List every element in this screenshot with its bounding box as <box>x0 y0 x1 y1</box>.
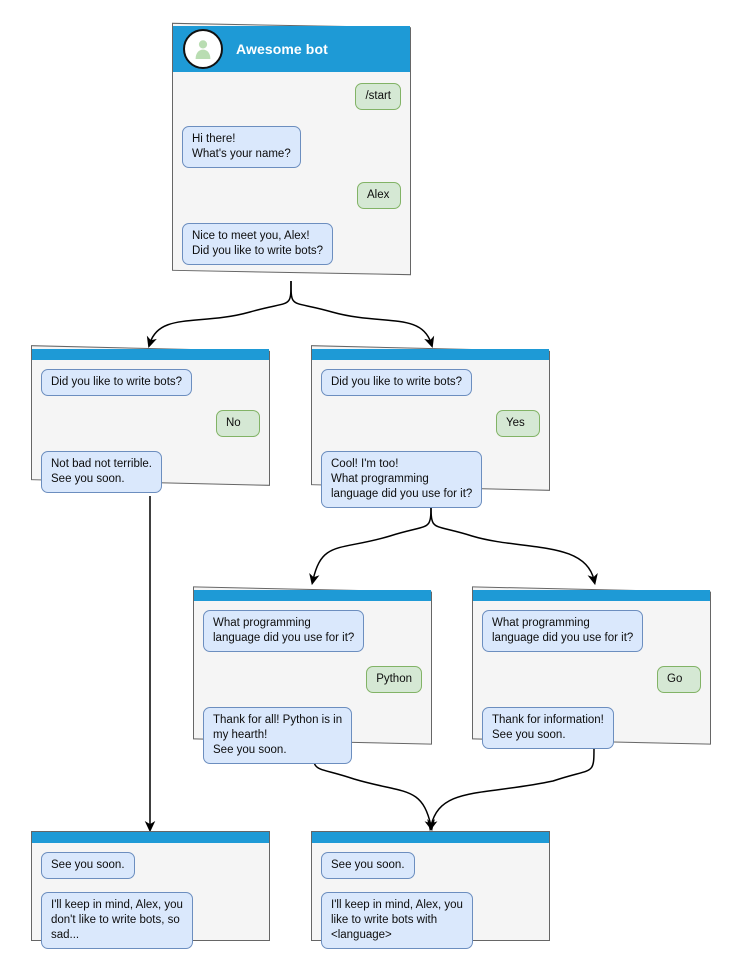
card-root[interactable]: Awesome bot /start Hi there! What's your… <box>172 22 411 276</box>
message-bubble-bot: Hi there! What's your name? <box>182 126 301 168</box>
edge-root-to-no <box>146 280 292 348</box>
message-bubble-user: Yes <box>496 410 540 437</box>
card-titlebar <box>194 590 431 601</box>
card-answer-no[interactable]: Did you like to write bots? No Not bad n… <box>31 345 270 493</box>
card-titlebar: Awesome bot <box>173 26 410 72</box>
message-list: See you soon. I'll keep in mind, Alex, y… <box>312 843 549 949</box>
edge-yes-to-python <box>309 501 432 586</box>
message-bubble-bot: What programming language did you use fo… <box>482 610 644 652</box>
message-list: What programming language did you use fo… <box>194 601 431 764</box>
person-avatar-icon <box>183 29 223 69</box>
edge-root-to-yes <box>290 280 435 348</box>
card-end-sad[interactable]: See you soon. I'll keep in mind, Alex, y… <box>31 831 270 949</box>
message-list: Did you like to write bots? Yes Cool! I'… <box>312 360 549 508</box>
message-bubble-bot: I'll keep in mind, Alex, you like to wri… <box>321 892 473 949</box>
message-bubble-bot: Nice to meet you, Alex! Did you like to … <box>182 223 334 265</box>
card-answer-yes[interactable]: Did you like to write bots? Yes Cool! I'… <box>311 345 550 508</box>
card-language-python[interactable]: What programming language did you use fo… <box>193 586 432 764</box>
message-list: See you soon. I'll keep in mind, Alex, y… <box>32 843 269 949</box>
card-titlebar <box>32 349 269 360</box>
card-titlebar <box>312 832 549 843</box>
message-bubble-user: Python <box>366 666 422 693</box>
message-bubble-bot: I'll keep in mind, Alex, you don't like … <box>41 892 193 949</box>
message-list: Did you like to write bots? No Not bad n… <box>32 360 269 493</box>
edge-go-to-end-happy <box>427 745 595 832</box>
bot-name-label: Awesome bot <box>236 41 328 57</box>
message-bubble-bot: Cool! I'm too! What programming language… <box>321 451 483 508</box>
message-bubble-user: /start <box>355 83 401 110</box>
message-bubble-bot: See you soon. <box>321 852 415 879</box>
card-language-go[interactable]: What programming language did you use fo… <box>472 586 711 749</box>
message-bubble-bot: See you soon. <box>41 852 135 879</box>
message-bubble-user: Alex <box>357 182 401 209</box>
message-bubble-bot: Thank for information! See you soon. <box>482 707 614 749</box>
edge-yes-to-go <box>430 501 598 586</box>
message-bubble-bot: Did you like to write bots? <box>321 369 473 396</box>
card-titlebar <box>473 590 710 601</box>
message-bubble-bot: Not bad not terrible. See you soon. <box>41 451 163 493</box>
message-list: /start Hi there! What's your name? Alex … <box>173 72 410 272</box>
card-titlebar <box>32 832 269 843</box>
card-titlebar <box>312 349 549 360</box>
message-bubble-bot: What programming language did you use fo… <box>203 610 365 652</box>
message-list: What programming language did you use fo… <box>473 601 710 749</box>
message-bubble-user: Go <box>657 666 701 693</box>
card-end-happy[interactable]: See you soon. I'll keep in mind, Alex, y… <box>311 831 550 949</box>
message-bubble-user: No <box>216 410 260 437</box>
message-bubble-bot: Did you like to write bots? <box>41 369 193 396</box>
message-bubble-bot: Thank for all! Python is in my hearth! S… <box>203 707 353 764</box>
